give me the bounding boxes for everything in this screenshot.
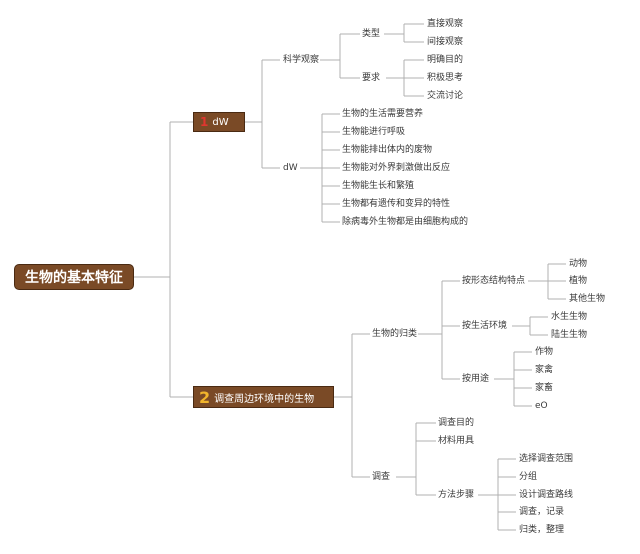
survey-steps-label: 方法步骤	[438, 490, 475, 500]
requirement-item: 明确目的	[427, 55, 464, 65]
by-use-item: 家畜	[535, 383, 554, 393]
by-shape-label: 按形态结构特点	[462, 276, 526, 286]
requirements-label: 要求	[362, 73, 381, 83]
feature-item: 生物都有遗传和变异的特性	[342, 199, 451, 209]
branch-1-number: 1	[200, 115, 209, 129]
survey-step-item: 分组	[519, 472, 538, 482]
requirement-item: 积极思考	[427, 73, 464, 83]
branch-1-node: 1 dW	[193, 112, 245, 132]
feature-item: 生物能进行呼吸	[342, 127, 406, 137]
by-use-item: 家禽	[535, 365, 554, 375]
by-use-item: eO	[535, 401, 548, 411]
feature-item: 生物能生长和繁殖	[342, 181, 415, 191]
by-use-item: 作物	[535, 347, 554, 357]
survey-step-item: 调查，记录	[519, 507, 565, 517]
survey-label: 调查	[372, 472, 391, 482]
feature-item: 生物的生活需要营养	[342, 109, 424, 119]
branch-2-node: 2 调查周边环境中的生物	[193, 386, 334, 408]
by-shape-item: 动物	[569, 259, 588, 269]
type-label: 类型	[362, 29, 381, 39]
feature-item: 除病毒外生物都是由细胞构成的	[342, 217, 469, 227]
survey-materials: 材料用具	[438, 436, 475, 446]
type-item: 间接观察	[427, 37, 464, 47]
branch-2-number: 2	[199, 387, 211, 407]
by-shape-item: 植物	[569, 276, 588, 286]
science-observation-label: 科学观察	[283, 55, 320, 65]
by-habitat-label: 按生活环境	[462, 321, 508, 331]
survey-step-item: 选择调查范围	[519, 454, 574, 464]
feature-item: 生物能对外界刺激做出反应	[342, 163, 451, 173]
by-shape-item: 其他生物	[569, 294, 606, 304]
by-habitat-item: 陆生生物	[551, 330, 588, 340]
requirement-item: 交流讨论	[427, 91, 464, 101]
branch-1-title: dW	[212, 116, 229, 128]
root-label: 生物的基本特征	[25, 270, 123, 286]
features-label: dW	[283, 163, 298, 173]
by-habitat-item: 水生生物	[551, 312, 588, 322]
by-use-label: 按用途	[462, 374, 490, 384]
type-item: 直接观察	[427, 19, 464, 29]
classification-label: 生物的归类	[372, 329, 418, 339]
feature-item: 生物能排出体内的废物	[342, 145, 433, 155]
root-node: 生物的基本特征	[14, 264, 134, 290]
survey-step-item: 归类，整理	[519, 525, 565, 535]
branch-2-title: 调查周边环境中的生物	[214, 393, 315, 405]
survey-purpose: 调查目的	[438, 418, 475, 428]
survey-step-item: 设计调查路线	[519, 490, 574, 500]
